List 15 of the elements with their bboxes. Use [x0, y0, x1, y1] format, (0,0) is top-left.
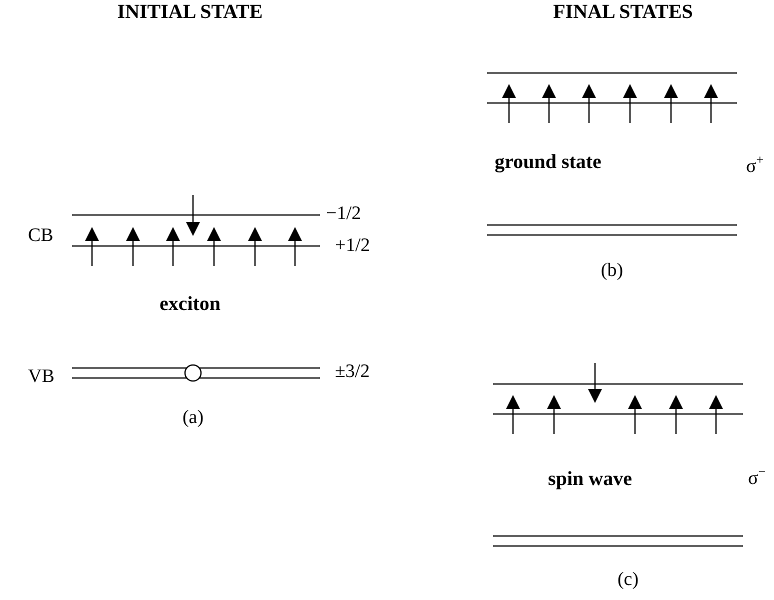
panel-label: (b): [600, 261, 624, 280]
heading: INITIAL STATE: [117, 2, 263, 22]
spin-value: ±3/2: [335, 362, 370, 381]
state-name: ground state: [494, 152, 602, 172]
polarization-label: σ$^{+}$: [746, 157, 764, 176]
panel-label: (c): [617, 570, 639, 589]
heading: FINAL STATES: [553, 2, 693, 22]
band-label: CB: [28, 226, 54, 245]
panel-label: (a): [182, 408, 204, 427]
spin-value: +1/2: [335, 236, 370, 255]
state-name: spin wave: [548, 469, 632, 489]
spin-value: −1/2: [326, 204, 361, 223]
state-name: exciton: [159, 294, 221, 314]
polarization-label: σ$^{−}$: [748, 469, 766, 488]
band-label: VB: [28, 367, 54, 386]
